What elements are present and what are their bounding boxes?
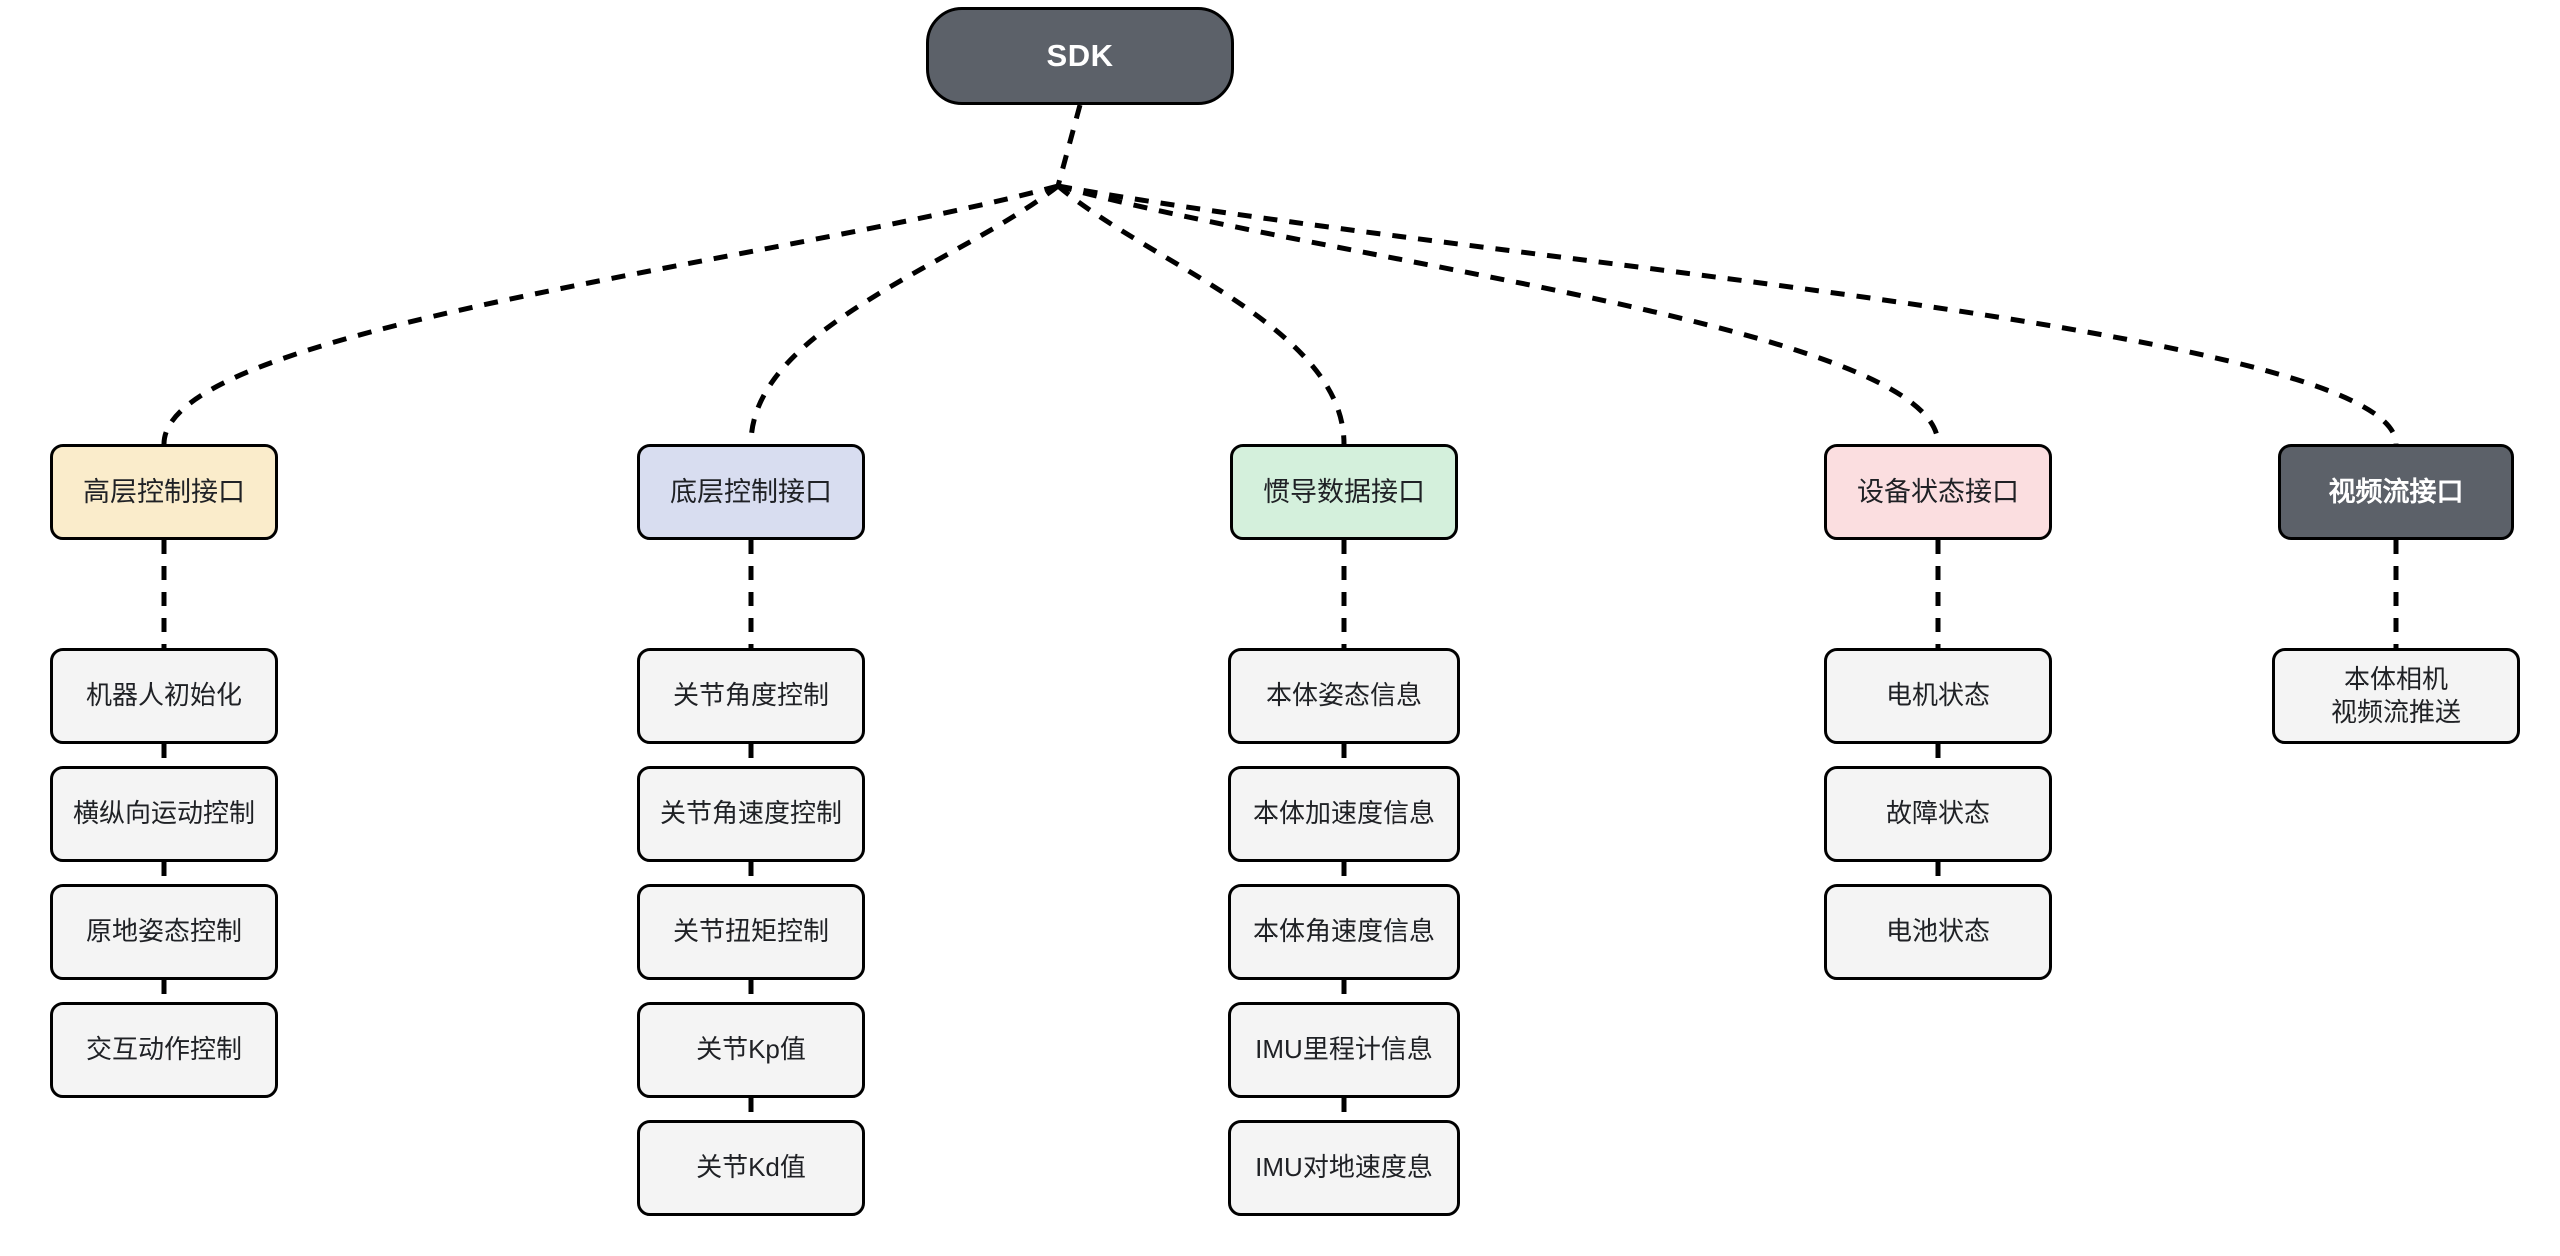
edge-root-to-category-4 (1057, 183, 2399, 445)
leaf-node-3-1[interactable]: 故障状态 (1824, 766, 2052, 862)
category-node-0[interactable]: 高层控制接口 (50, 444, 278, 540)
leaf-node-1-4[interactable]: 关节Kd值 (637, 1120, 865, 1216)
category-node-3[interactable]: 设备状态接口 (1824, 444, 2052, 540)
leaf-node-2-1[interactable]: 本体加速度信息 (1228, 766, 1460, 862)
leaf-node-0-1[interactable]: 横纵向运动控制 (50, 766, 278, 862)
edge-root-to-category-3 (1057, 183, 1941, 445)
leaf-node-1-0[interactable]: 关节角度控制 (637, 648, 865, 744)
leaf-node-1-3[interactable]: 关节Kp值 (637, 1002, 865, 1098)
edge-root-to-category-2 (1056, 184, 1347, 445)
edge-root-to-category-1 (748, 184, 1060, 445)
leaf-node-4-0[interactable]: 本体相机 视频流推送 (2272, 648, 2520, 744)
edge-root-stem (1055, 104, 1083, 187)
leaf-node-3-0[interactable]: 电机状态 (1824, 648, 2052, 744)
leaf-node-2-4[interactable]: IMU对地速度息 (1228, 1120, 1460, 1216)
leaf-node-1-2[interactable]: 关节扭矩控制 (637, 884, 865, 980)
leaf-node-2-2[interactable]: 本体角速度信息 (1228, 884, 1460, 980)
leaf-node-2-0[interactable]: 本体姿态信息 (1228, 648, 1460, 744)
leaf-node-0-0[interactable]: 机器人初始化 (50, 648, 278, 744)
leaf-node-0-3[interactable]: 交互动作控制 (50, 1002, 278, 1098)
leaf-node-0-2[interactable]: 原地姿态控制 (50, 884, 278, 980)
edge-root-to-category-0 (161, 183, 1059, 445)
leaf-node-3-2[interactable]: 电池状态 (1824, 884, 2052, 980)
leaf-node-2-3[interactable]: IMU里程计信息 (1228, 1002, 1460, 1098)
category-node-4[interactable]: 视频流接口 (2278, 444, 2514, 540)
category-node-1[interactable]: 底层控制接口 (637, 444, 865, 540)
leaf-node-1-1[interactable]: 关节角速度控制 (637, 766, 865, 862)
root-node-sdk[interactable]: SDK (926, 7, 1234, 105)
category-node-2[interactable]: 惯导数据接口 (1230, 444, 1458, 540)
